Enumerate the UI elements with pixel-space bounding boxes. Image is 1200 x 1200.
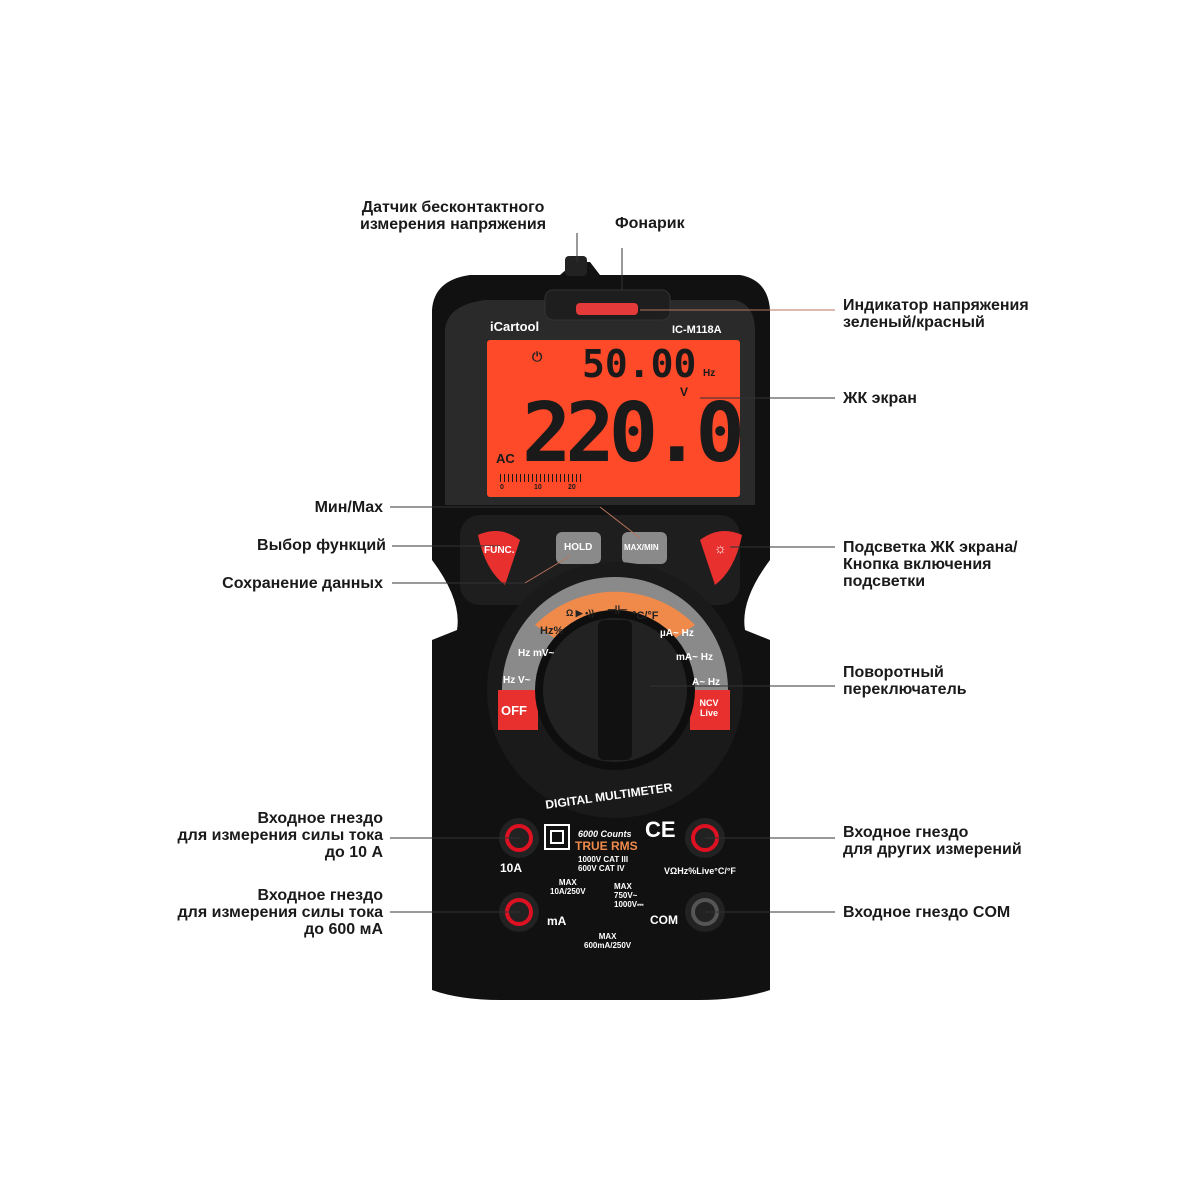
v-funcs-text: VΩHz%Live°C/°F xyxy=(664,866,736,876)
dial-ua[interactable]: µA~ Hz xyxy=(660,628,694,639)
func-button-label[interactable]: FUNC. xyxy=(484,545,515,556)
label-flashlight: Фонарик xyxy=(615,215,685,232)
dial-ohm-diode[interactable]: Ω ▶ •)) xyxy=(566,608,595,618)
power-icon: ⏻ xyxy=(532,349,543,364)
ce-mark: CE xyxy=(645,817,676,842)
dial-ma[interactable]: mA~ Hz xyxy=(676,652,713,663)
backlight-icon[interactable]: ☼ xyxy=(714,540,727,556)
hold-button-label[interactable]: HOLD xyxy=(564,542,593,553)
jack-10a-label: 10A xyxy=(500,861,523,875)
bar-tick: 0 xyxy=(500,484,504,491)
lcd-secondary-value: 50.00 xyxy=(582,342,697,386)
dial-ncv[interactable]: NCV Live xyxy=(699,698,719,719)
dial-v[interactable]: Hz V~ xyxy=(503,675,531,686)
hold-button xyxy=(556,532,601,564)
dial-a[interactable]: A~ Hz xyxy=(692,677,721,688)
bar-tick: 20 xyxy=(568,484,576,491)
lcd-primary-value: 220.0 xyxy=(522,386,745,481)
dial-capacitance[interactable]: ⊣⊢ xyxy=(607,603,628,617)
func-button xyxy=(478,531,520,585)
maxmin-button-label[interactable]: MAX/MIN xyxy=(624,543,659,552)
dial-mv[interactable]: Hz mV~ xyxy=(518,648,555,659)
label-data-hold: Сохранение данных xyxy=(222,575,383,592)
label-minmax: Мин/Max xyxy=(314,499,383,516)
true-rms-text: TRUE RMS xyxy=(575,839,638,853)
lcd-bargraph xyxy=(500,474,582,482)
backlight-button xyxy=(700,531,742,585)
lcd-screen xyxy=(487,340,740,497)
dial-off[interactable]: OFF xyxy=(501,703,527,718)
maxmin-button xyxy=(622,532,667,564)
label-jack-com: Входное гнездо COM xyxy=(843,904,1011,921)
dial-temperature[interactable]: °C/°F xyxy=(632,610,659,622)
label-func-select: Выбор функций xyxy=(257,537,386,554)
counts-text: 6000 Counts xyxy=(578,829,632,839)
model-name: IC-M118A xyxy=(672,324,722,336)
bar-tick: 10 xyxy=(534,484,542,491)
brand-logo: iCartool xyxy=(490,319,540,334)
lcd-ac-indicator: AC xyxy=(496,451,515,466)
dial-hz-percent[interactable]: Hz% xyxy=(540,625,564,637)
jack-ma-label: mA xyxy=(547,914,567,928)
lcd-hz-unit: Hz xyxy=(703,368,716,379)
lcd-v-unit: V xyxy=(680,385,689,399)
label-lcd: ЖК экран xyxy=(843,390,917,407)
jack-com-label: COM xyxy=(650,913,678,927)
